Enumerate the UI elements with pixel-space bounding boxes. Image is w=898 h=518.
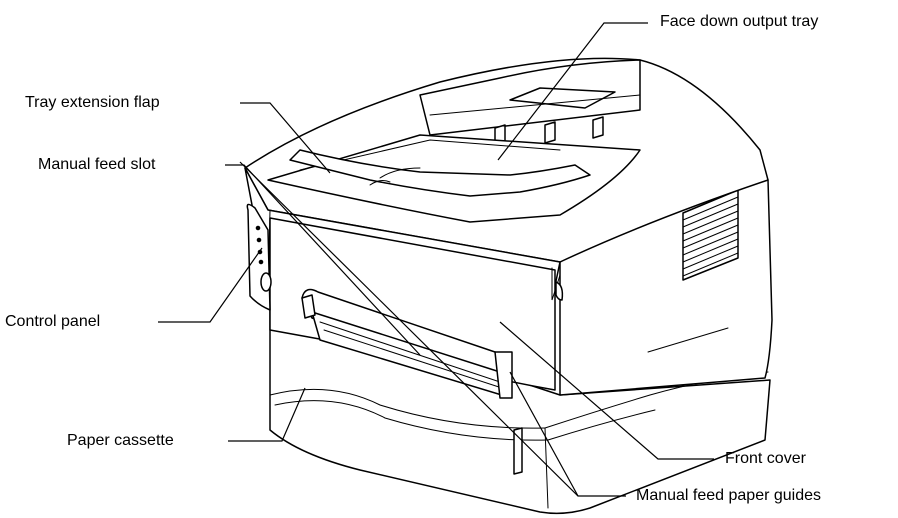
leader-control-panel xyxy=(158,247,263,323)
leader-lines xyxy=(158,22,714,497)
label-tray-extension-flap: Tray extension flap xyxy=(25,94,160,111)
label-control-panel: Control panel xyxy=(5,313,101,330)
leader-face-down-output-tray xyxy=(497,22,648,161)
label-manual-feed-paper-guides: Manual feed paper guides xyxy=(636,487,822,504)
leader-manual-feed-slot xyxy=(225,164,421,356)
control-panel-strip xyxy=(246,203,272,311)
label-face-down-output-tray: Face down output tray xyxy=(660,13,819,30)
label-manual-feed-slot: Manual feed slot xyxy=(38,156,156,173)
printer-body xyxy=(244,57,773,515)
manual-feed-slot xyxy=(301,288,513,399)
label-paper-cassette: Paper cassette xyxy=(67,432,174,449)
leader-front-cover xyxy=(499,321,714,460)
leader-guides-b xyxy=(509,371,579,497)
leader-tray-extension-flap xyxy=(240,102,331,174)
side-vent xyxy=(682,189,739,281)
output-tray xyxy=(267,134,641,223)
label-front-cover: Front cover xyxy=(725,450,806,467)
leader-paper-cassette xyxy=(228,387,306,442)
